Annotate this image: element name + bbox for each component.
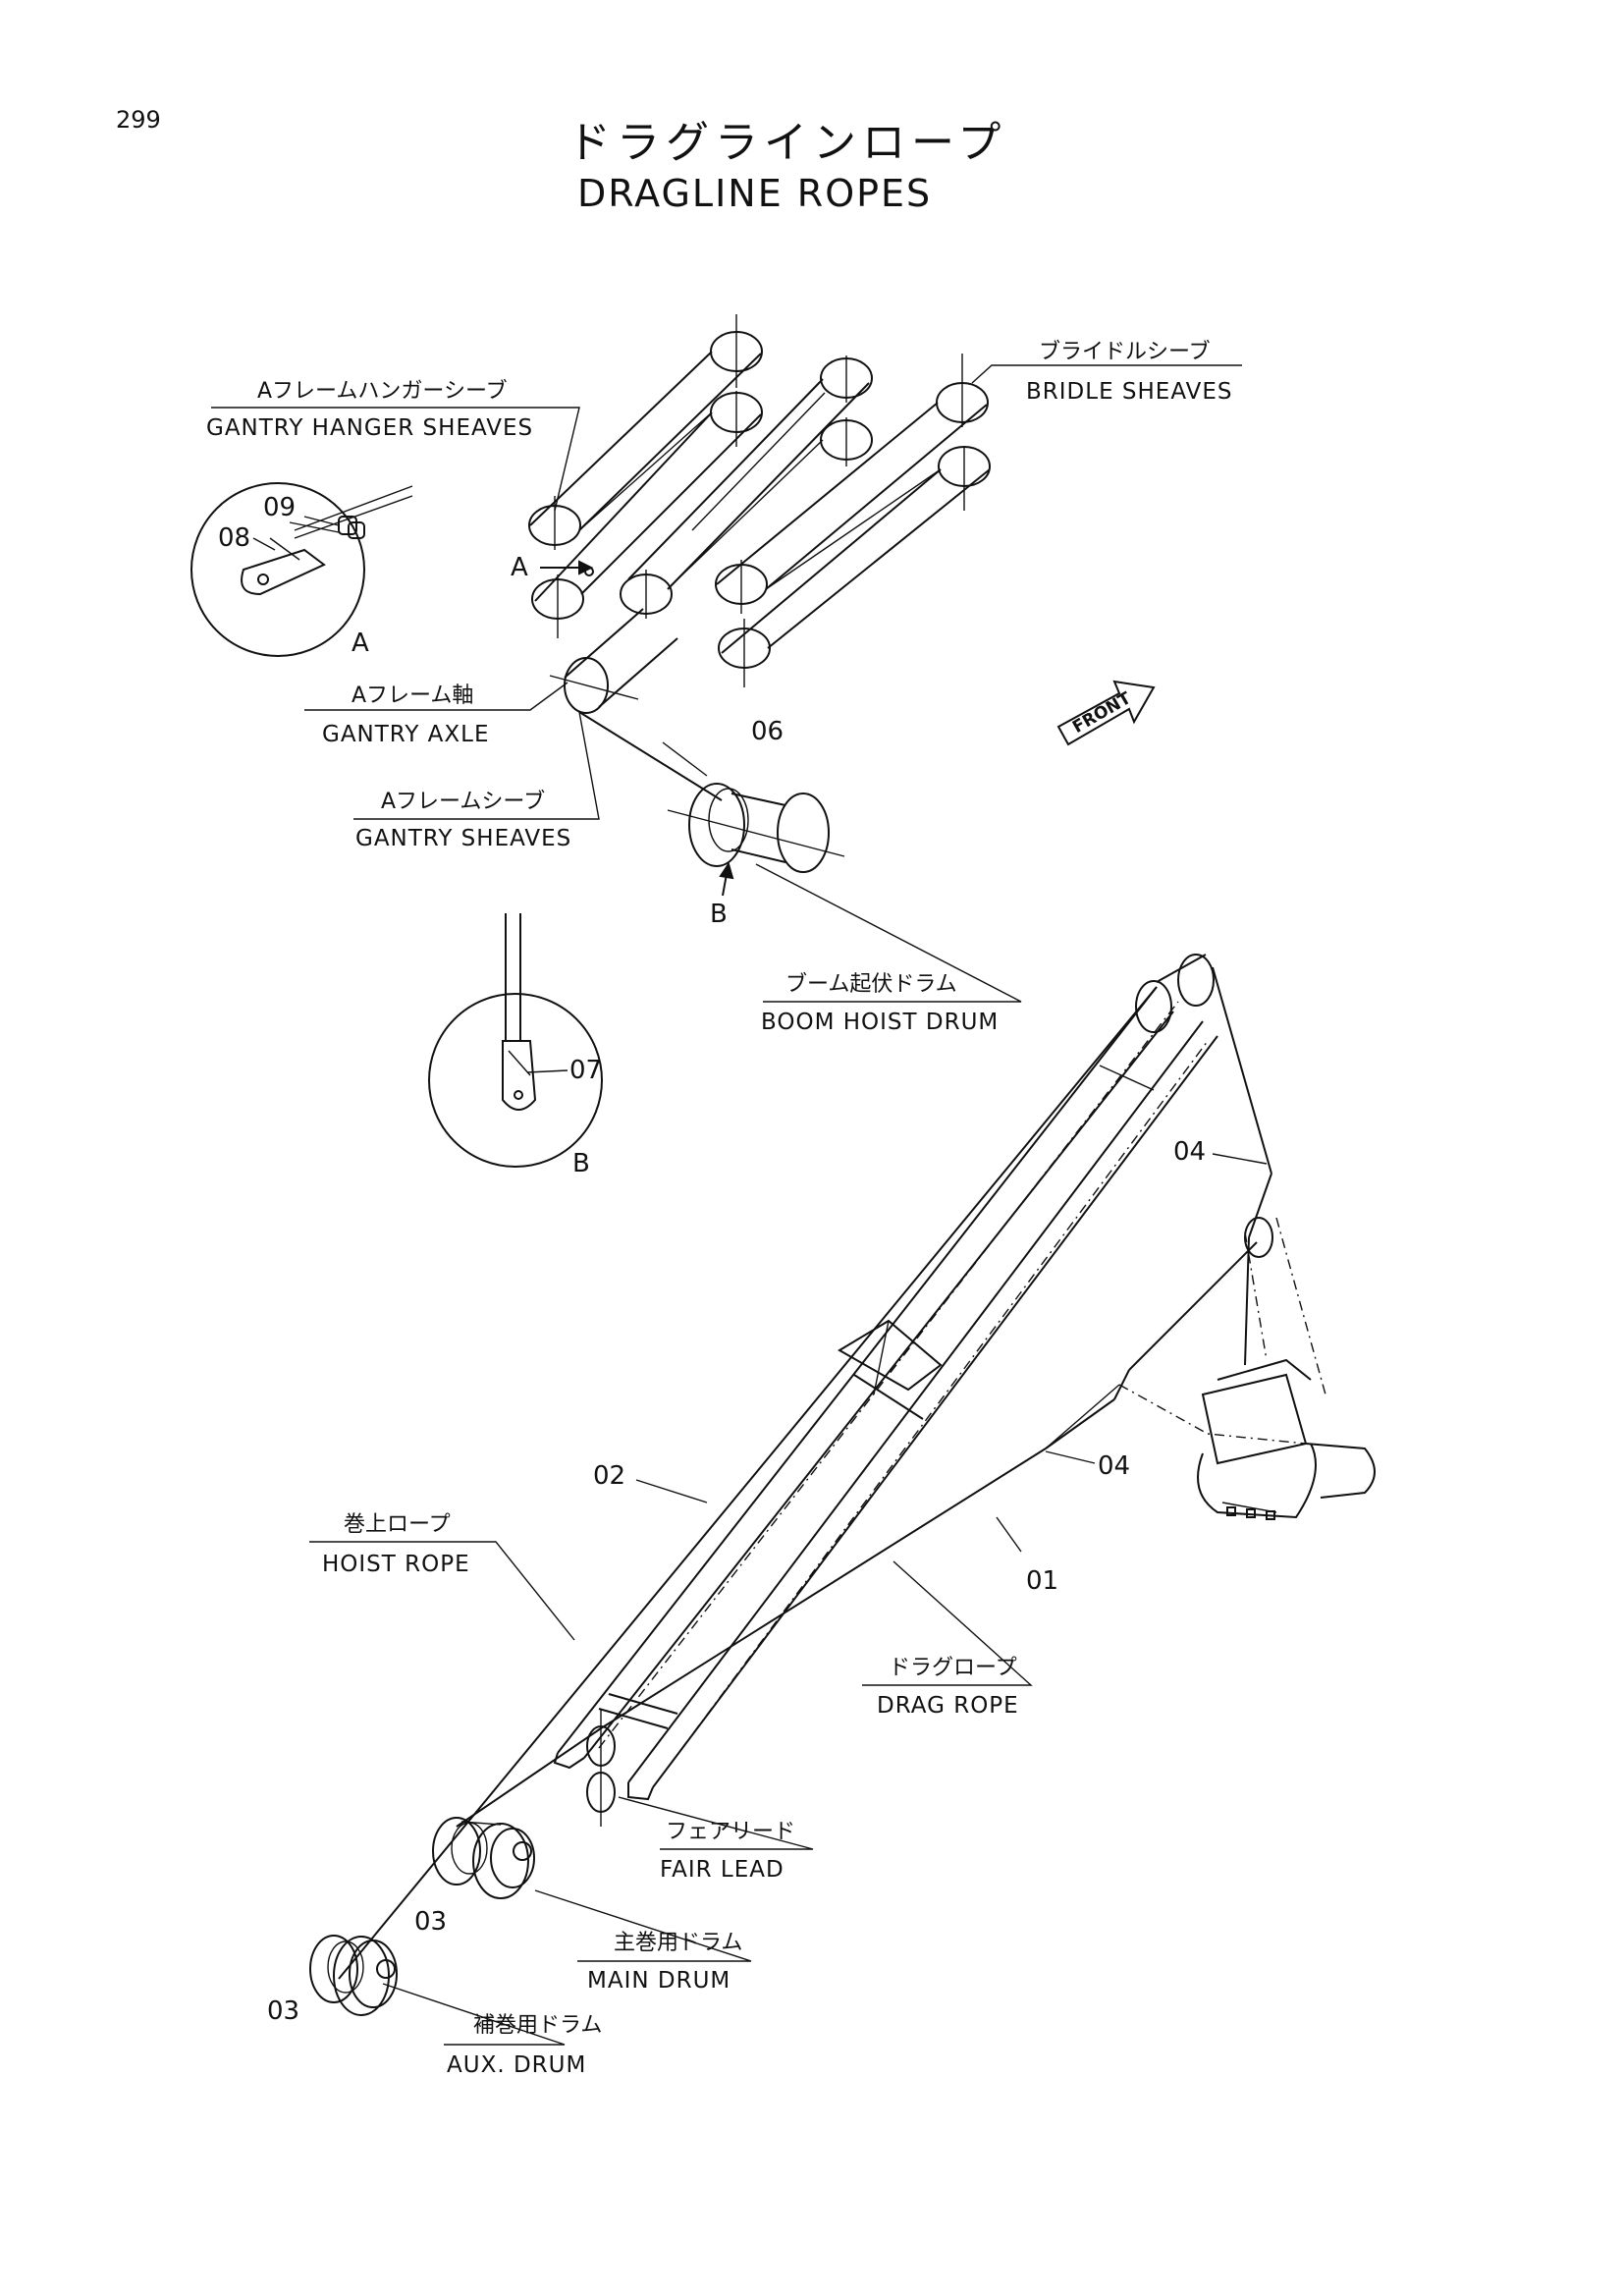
page-title: DRAGLINE ROPES xyxy=(577,172,933,215)
bridle-sheaves-label: BRIDLE SHEAVES xyxy=(1026,379,1233,405)
gantry-axle xyxy=(549,608,678,714)
callout-08: 08 xyxy=(218,523,251,553)
boom xyxy=(553,954,1218,1801)
callout-arrow-a: A xyxy=(511,553,528,582)
drag-rope-label-jp: ドラグロープ xyxy=(889,1656,1017,1680)
bridle-sheaves-label-jp: ブライドルシーブ xyxy=(1039,340,1211,364)
leader-lines xyxy=(211,364,1268,2046)
aux-drum-label-jp: 補巻用ドラム xyxy=(473,2013,603,2038)
page-number: 299 xyxy=(116,106,161,134)
aux-drum xyxy=(309,1935,398,2016)
callout-03-main: 03 xyxy=(414,1907,448,1937)
boom-hoist-drum-label: BOOM HOIST DRUM xyxy=(761,1010,1000,1035)
callout-09: 09 xyxy=(263,493,297,522)
gantry-sheaves-label: GANTRY SHEAVES xyxy=(355,826,572,851)
callout-07: 07 xyxy=(569,1056,603,1085)
callout-detail-a: A xyxy=(352,629,369,658)
main-drum xyxy=(432,1817,535,1899)
callout-detail-b: B xyxy=(572,1149,590,1178)
gantry-axle-label-jp: Aフレーム軸 xyxy=(352,683,474,708)
arrow-b xyxy=(719,861,734,897)
detail-a xyxy=(190,482,413,657)
gantry-hanger-sheaves-label-jp: Aフレームハンガーシーブ xyxy=(257,379,508,404)
gantry-hanger-sheaves-label: GANTRY HANGER SHEAVES xyxy=(206,415,534,441)
drag-rope xyxy=(456,1241,1258,1828)
fair-lead-label: FAIR LEAD xyxy=(660,1857,784,1883)
callout-06: 06 xyxy=(751,717,784,746)
drag-rope-label: DRAG ROPE xyxy=(877,1693,1019,1719)
callout-04-top: 04 xyxy=(1173,1137,1207,1167)
bucket xyxy=(1118,1217,1376,1520)
callout-04-mid: 04 xyxy=(1098,1451,1131,1481)
fair-lead xyxy=(586,1709,616,1827)
boom-hoist-rope xyxy=(578,711,723,801)
aux-drum-label: AUX. DRUM xyxy=(447,2052,587,2078)
callout-03-aux: 03 xyxy=(267,1996,300,2026)
bridle-sheaves xyxy=(715,354,991,687)
gantry-hanger-sheaves xyxy=(528,314,873,638)
gantry-axle-label: GANTRY AXLE xyxy=(322,722,490,747)
callout-02: 02 xyxy=(593,1461,626,1491)
main-drum-label: MAIN DRUM xyxy=(587,1968,731,1994)
fair-lead-label-jp: フェアリード xyxy=(666,1820,796,1844)
main-drum-label-jp: 主巻用ドラム xyxy=(614,1931,743,1955)
callout-arrow-b: B xyxy=(710,900,728,929)
detail-b xyxy=(428,913,603,1168)
gantry-sheaves-label-jp: Aフレームシーブ xyxy=(381,790,546,814)
arrow-a xyxy=(540,560,594,576)
hoist-rope-label-jp: 巻上ロープ xyxy=(344,1512,451,1537)
callout-01: 01 xyxy=(1026,1566,1059,1596)
title-japanese: ドラグラインロープ xyxy=(568,118,1007,168)
boom-hoist-drum-label-jp: ブーム起伏ドラム xyxy=(785,972,957,997)
hoist-rope-label: HOIST ROPE xyxy=(322,1552,470,1577)
front-arrow xyxy=(1056,680,1156,746)
boom-hoist-drum xyxy=(667,783,845,873)
